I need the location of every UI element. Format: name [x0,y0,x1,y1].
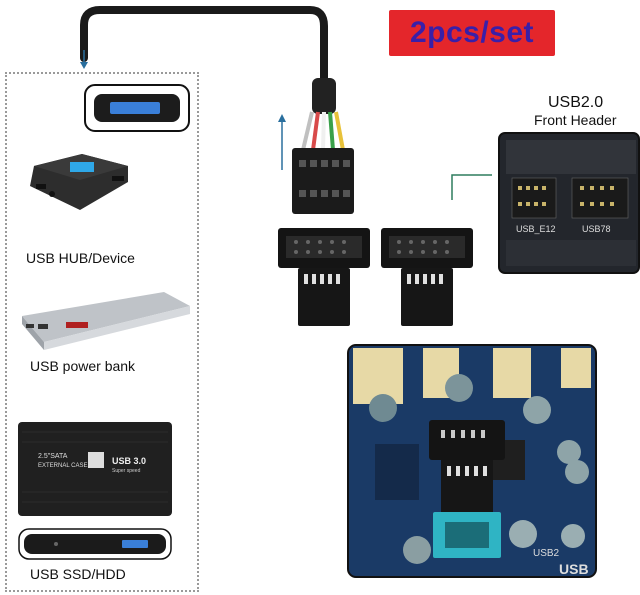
board-label-1: USB_E12 [516,224,556,234]
cable [80,6,328,84]
mobo-label-1: USB2 [533,548,560,559]
mobo-label-2: USB [559,561,589,577]
header-title: USB2.0 [548,94,604,111]
arrow-down-head [80,62,88,69]
board-label-2: USB78 [582,224,611,234]
usb-port-photo [84,84,190,132]
device-label-hub: USB HUB/Device [26,250,135,266]
devices-panel [5,72,199,592]
motherboard-photo: USB2 USB [347,344,597,578]
wires [301,111,345,151]
board-header-photo: USB_E12 USB78 [498,132,640,274]
quantity-badge: 2pcs/set [389,10,555,56]
ssd-case-line1: 2.5"SATA [38,453,68,460]
cable-connector [292,148,354,214]
adapter-right [381,228,473,326]
header-subtitle: Front Header [534,112,617,128]
device-label-ssd: USB SSD/HDD [30,566,126,582]
ssd-case-model: USB 3.0 [112,456,146,466]
arrow-up-head [278,114,286,122]
usb-hub-photo [30,154,128,210]
adapter-left [278,228,370,326]
pointer-line [451,174,492,200]
ssd-case-model-sub: Super speed [112,468,141,474]
ssd-case-line2: EXTERNAL CASE [38,463,87,469]
ssd-case-photo: 2.5"SATA EXTERNAL CASE USB 3.0 Super spe… [18,422,172,516]
ssd-side-photo [18,528,172,560]
device-label-powerbank: USB power bank [30,358,136,374]
cable-sleeve [312,78,336,114]
power-bank-photo [22,292,190,350]
